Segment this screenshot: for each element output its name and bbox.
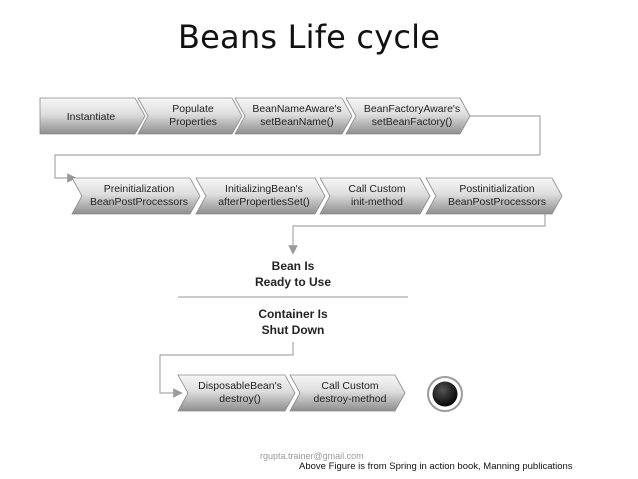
instantiate-label: Instantiate bbox=[67, 111, 116, 123]
populate-label-line1: Populate bbox=[172, 103, 214, 115]
chevron-postinitialization: Postinitialization BeanPostProcessors bbox=[425, 177, 563, 215]
chevron-initializing-bean: InitializingBean's afterPropertiesSet() bbox=[195, 177, 326, 215]
preinit-line1: Preinitialization bbox=[104, 183, 175, 195]
connector-lines bbox=[54, 115, 546, 398]
populate-label-line2: Properties bbox=[169, 116, 217, 128]
preinit-line2: BeanPostProcessors bbox=[90, 196, 188, 208]
connector-row1-to-row2 bbox=[54, 115, 541, 183]
bean-name-aware-line2: setBeanName() bbox=[260, 116, 334, 128]
initializing-bean-line1: InitializingBean's bbox=[225, 183, 303, 195]
chevron-disposable-bean: DisposableBean's destroy() bbox=[177, 374, 296, 412]
author-email: rgupta.trainer@gmail.com bbox=[260, 451, 364, 461]
ready-state-line2: Ready to Use bbox=[255, 275, 331, 289]
chevron-custom-destroy: Call Custom destroy-method bbox=[289, 374, 406, 412]
chevron-custom-init: Call Custom init-method bbox=[319, 177, 431, 215]
slide-title: Beans Life cycle bbox=[178, 18, 441, 56]
ready-state-line1: Bean Is bbox=[272, 259, 315, 273]
bean-name-aware-line1: BeanNameAware's bbox=[252, 103, 341, 115]
custom-init-line2: init-method bbox=[351, 196, 403, 208]
postinit-line2: BeanPostProcessors bbox=[448, 196, 546, 208]
connector-shutdown-to-row3 bbox=[159, 342, 294, 398]
initializing-bean-line2: afterPropertiesSet() bbox=[218, 196, 310, 208]
chevron-preinitialization: Preinitialization BeanPostProcessors bbox=[71, 177, 201, 215]
source-caption: Above Figure is from Spring in action bo… bbox=[299, 461, 573, 472]
chevron-populate-properties: Populate Properties bbox=[137, 97, 243, 135]
chevron-bean-name-aware: BeanNameAware's setBeanName() bbox=[234, 97, 353, 135]
shutdown-state-line2: Shut Down bbox=[262, 323, 325, 337]
end-state-icon bbox=[427, 376, 463, 412]
postinit-line1: Postinitialization bbox=[459, 183, 534, 195]
disposable-bean-line2: destroy() bbox=[219, 393, 260, 405]
custom-destroy-line2: destroy-method bbox=[314, 393, 387, 405]
custom-init-line1: Call Custom bbox=[348, 183, 405, 195]
bean-factory-aware-line1: BeanFactoryAware's bbox=[364, 103, 460, 115]
chevron-bean-factory-aware: BeanFactoryAware's setBeanFactory() bbox=[345, 97, 471, 135]
chevron-instantiate: Instantiate bbox=[39, 97, 146, 135]
shutdown-state-line1: Container Is bbox=[258, 307, 328, 321]
disposable-bean-line1: DisposableBean's bbox=[198, 380, 282, 392]
custom-destroy-line1: Call Custom bbox=[321, 380, 378, 392]
bean-factory-aware-line2: setBeanFactory() bbox=[372, 116, 453, 128]
